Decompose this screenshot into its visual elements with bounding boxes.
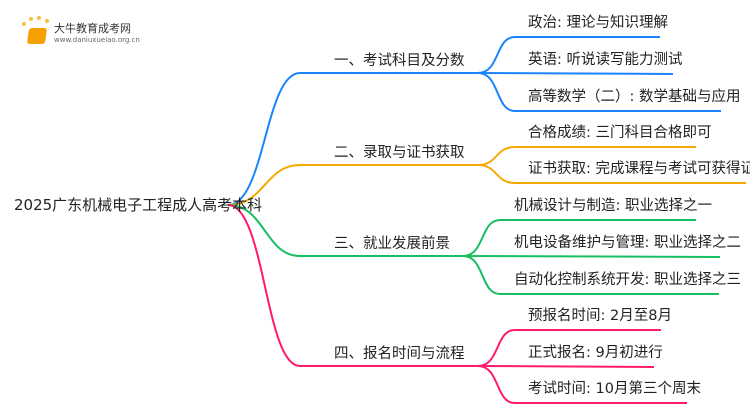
link-leaf [477,365,687,404]
branch-node-2[interactable]: 二、录取与证书获取 [334,145,465,161]
leaf-node[interactable]: 合格成绩: 三门科目合格即可 [528,125,712,141]
root-node[interactable]: 2025广东机械电子工程成人高考本科 [14,196,263,214]
link-leaf [462,255,721,258]
link-leaf [477,164,746,184]
logo-url: www.daniuxueiao.org.cn [54,36,140,44]
logo-dot-icon [22,22,26,26]
leaf-node[interactable]: 正式报名: 9月初进行 [528,345,663,361]
leaf-node[interactable]: 机电设备维护与管理: 职业选择之二 [514,235,741,251]
link-leaf [462,255,719,295]
link-leaf [477,365,655,368]
logo-dot-icon [29,17,33,21]
branch-node-4[interactable]: 四、报名时间与流程 [334,346,465,362]
leaf-node[interactable]: 考试时间: 10月第三个周末 [528,381,701,397]
link-leaf [477,72,674,75]
link-root-branch-1 [227,72,480,206]
site-logo: 大牛教育成考网 www.daniuxueiao.org.cn [20,16,140,52]
leaf-node[interactable]: 自动化控制系统开发: 职业选择之三 [514,272,741,288]
leaf-node[interactable]: 证书获取: 完成课程与考试可获得证书 [528,161,750,177]
leaf-node[interactable]: 预报名时间: 2月至8月 [528,308,672,324]
logo-dot-icon [37,16,41,20]
link-leaf [477,72,721,112]
branch-node-1[interactable]: 一、考试科目及分数 [334,53,465,69]
link-leaf [477,329,661,367]
branch-node-3[interactable]: 三、就业发展前景 [334,236,450,252]
leaf-node[interactable]: 英语: 听说读写能力测试 [528,52,683,68]
logo-dot-icon [45,19,49,23]
link-leaf [462,219,696,257]
link-root-branch-2 [227,164,480,206]
link-root-branch-3 [227,204,465,257]
logo-name: 大牛教育成考网 [54,22,131,35]
link-leaf [477,146,696,166]
leaf-node[interactable]: 高等数学（二）: 数学基础与应用 [528,89,741,105]
link-leaf [477,36,660,74]
leaf-node[interactable]: 政治: 理论与知识理解 [528,15,668,31]
leaf-node[interactable]: 机械设计与制造: 职业选择之一 [514,198,712,214]
link-root-branch-4 [227,204,480,367]
